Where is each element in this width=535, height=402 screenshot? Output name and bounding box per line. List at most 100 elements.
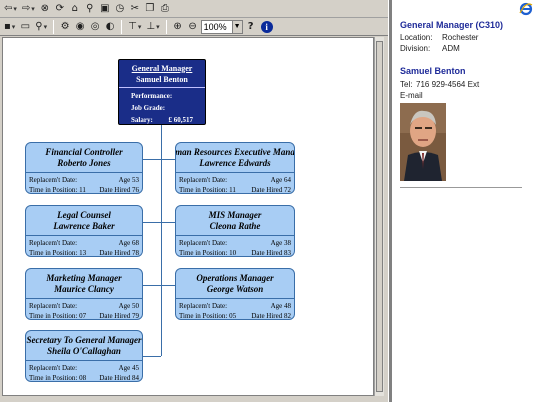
toolbar-separator — [165, 19, 167, 34]
toolbar-separator — [121, 19, 123, 34]
detail-pane: General Manager (C310) Location: Rochest… — [392, 0, 535, 402]
connector-line — [143, 356, 161, 357]
pane-splitter[interactable] — [388, 0, 392, 402]
node-field-label: Salary: — [131, 116, 153, 124]
zoom-value: 100% — [203, 21, 227, 32]
help-icon[interactable]: ? — [247, 21, 254, 32]
zoom-select[interactable]: 100% ▼ — [200, 19, 243, 34]
org-node[interactable]: Secretary To General Manager Sheila O'Ca… — [25, 330, 143, 382]
back-arrow-icon[interactable]: ⇦ — [2, 1, 19, 17]
chart-toolbar: ▪ ▭ ⚲ ⚙ ◉ ◎ ◐ ⊤ ⊥ ⊕ ⊖ 100% ▼ ? i — [0, 18, 390, 36]
node-title: Legal Counsel — [57, 209, 111, 220]
tree-icon[interactable]: ⚙ — [60, 21, 70, 32]
org-node[interactable]: man Resources Executive Mana Lawrence Ed… — [175, 142, 295, 194]
node-age: Age 68 — [118, 239, 139, 247]
layout-icon[interactable]: ◐ — [105, 21, 115, 32]
collapse-icon[interactable]: ◎ — [90, 21, 100, 32]
node-replacement-label: Replacem't Date: — [29, 364, 78, 372]
node-date-hired: Date Hired 72 — [251, 186, 291, 194]
node-replacement-label: Replacem't Date: — [29, 176, 78, 184]
ie-logo-icon[interactable] — [519, 2, 533, 16]
node-time-in-position: Time in Position: 07 — [29, 312, 87, 320]
browser-toolbar: ⇦ ⇨ ⊗ ⟳ ⌂ ⚲ ▣ ◷ ✂ ❐ ⎙ — [0, 0, 390, 18]
node-age: Age 48 — [270, 302, 291, 310]
home-icon[interactable]: ⌂ — [71, 3, 78, 14]
expand-icon[interactable]: ◉ — [75, 21, 85, 32]
tools-icon[interactable]: ✂ — [130, 3, 139, 14]
node-age: Age 53 — [118, 176, 139, 184]
node-title: man Resources Executive Mana — [175, 146, 295, 157]
node-person: George Watson — [206, 283, 264, 294]
node-date-hired: Date Hired 76 — [99, 186, 139, 194]
node-replacement-label: Replacem't Date: — [29, 239, 78, 247]
node-person: Samuel Benton — [136, 74, 188, 84]
node-date-hired: Date Hired 83 — [251, 249, 291, 257]
connector-line — [161, 125, 162, 356]
location-value: Rochester — [442, 33, 479, 42]
toolbar-separator — [53, 19, 55, 34]
node-person: Lawrence Baker — [53, 220, 115, 231]
node-date-hired: Date Hired 78 — [99, 249, 139, 257]
tel-label: Tel: — [400, 80, 413, 89]
division-value: ADM — [442, 44, 460, 53]
chevron-down-icon[interactable]: ▼ — [231, 20, 242, 33]
vertical-scrollbar[interactable] — [374, 37, 384, 396]
zoom-in-icon[interactable]: ⊕ — [173, 21, 182, 32]
history-icon[interactable]: ◷ — [115, 3, 125, 14]
node-time-in-position: Time in Position: 11 — [179, 186, 236, 194]
favorites-icon[interactable]: ▣ — [100, 3, 110, 14]
node-title: MIS Manager — [208, 209, 262, 220]
connector-line — [143, 159, 175, 160]
node-time-in-position: Time in Position: 10 — [179, 249, 237, 257]
node-age: Age 50 — [118, 302, 139, 310]
node-date-hired: Date Hired 79 — [99, 312, 139, 320]
search-icon[interactable]: ⚲ — [86, 3, 94, 14]
divider-line — [400, 187, 522, 188]
node-person: Roberto Jones — [57, 157, 111, 168]
org-node[interactable]: Financial Controller Roberto Jones Repla… — [25, 142, 143, 194]
connector-line — [143, 222, 175, 223]
node-person: Sheila O'Callaghan — [47, 345, 121, 356]
node-date-hired: Date Hired 84 — [99, 374, 139, 382]
open-folder-icon[interactable]: ▭ — [20, 21, 31, 32]
node-person: Lawrence Edwards — [199, 157, 271, 168]
node-date-hired: Date Hired 82 — [251, 312, 291, 320]
node-title: Secretary To General Manager — [26, 334, 142, 345]
tree-layout-icon[interactable]: ⊥ — [144, 19, 161, 35]
node-time-in-position: Time in Position: 11 — [29, 186, 86, 194]
org-node[interactable]: Legal Counsel Lawrence Baker Replacem't … — [25, 205, 143, 257]
zoom-out-icon[interactable]: ⊖ — [188, 21, 197, 32]
node-field-label: Job Grade: — [131, 104, 166, 112]
node-age: Age 45 — [118, 364, 139, 372]
connector-line — [143, 285, 175, 286]
org-chart-icon[interactable]: ⊤ — [126, 19, 143, 35]
node-age: Age 64 — [270, 176, 291, 184]
save-icon[interactable]: ▪ — [2, 19, 17, 35]
print-icon[interactable]: ⎙ — [160, 3, 169, 14]
node-person: Cleona Rathe — [209, 220, 261, 231]
division-label: Division: — [400, 44, 431, 53]
org-chart-canvas[interactable]: General Manager Samuel Benton Performanc… — [2, 37, 374, 396]
org-node-root[interactable]: General Manager Samuel Benton Performanc… — [118, 59, 206, 125]
org-node[interactable]: Operations Manager George Watson Replace… — [175, 268, 295, 320]
node-time-in-position: Time in Position: 05 — [179, 312, 237, 320]
email-label: E-mail — [400, 91, 423, 100]
find-icon[interactable]: ⚲ — [33, 19, 49, 35]
node-title: Financial Controller — [45, 146, 123, 157]
info-icon[interactable]: i — [259, 19, 275, 35]
copy-icon[interactable]: ❐ — [145, 3, 155, 14]
tel-value: 716 929-4564 Ext — [416, 80, 480, 89]
node-replacement-label: Replacem't Date: — [179, 302, 228, 310]
stop-icon[interactable]: ⊗ — [40, 3, 49, 14]
node-field-label: Performance: — [131, 92, 173, 100]
scrollbar-thumb[interactable] — [376, 41, 383, 392]
org-node[interactable]: MIS Manager Cleona Rathe Replacem't Date… — [175, 205, 295, 257]
position-title: General Manager (C310) — [400, 20, 504, 30]
org-node[interactable]: Marketing Manager Maurice Clancy Replace… — [25, 268, 143, 320]
node-title: Operations Manager — [196, 272, 274, 283]
node-age: Age 38 — [270, 239, 291, 247]
node-title: Marketing Manager — [46, 272, 122, 283]
refresh-icon[interactable]: ⟳ — [55, 3, 64, 14]
location-label: Location: — [400, 33, 433, 42]
forward-arrow-icon[interactable]: ⇨ — [20, 1, 37, 17]
